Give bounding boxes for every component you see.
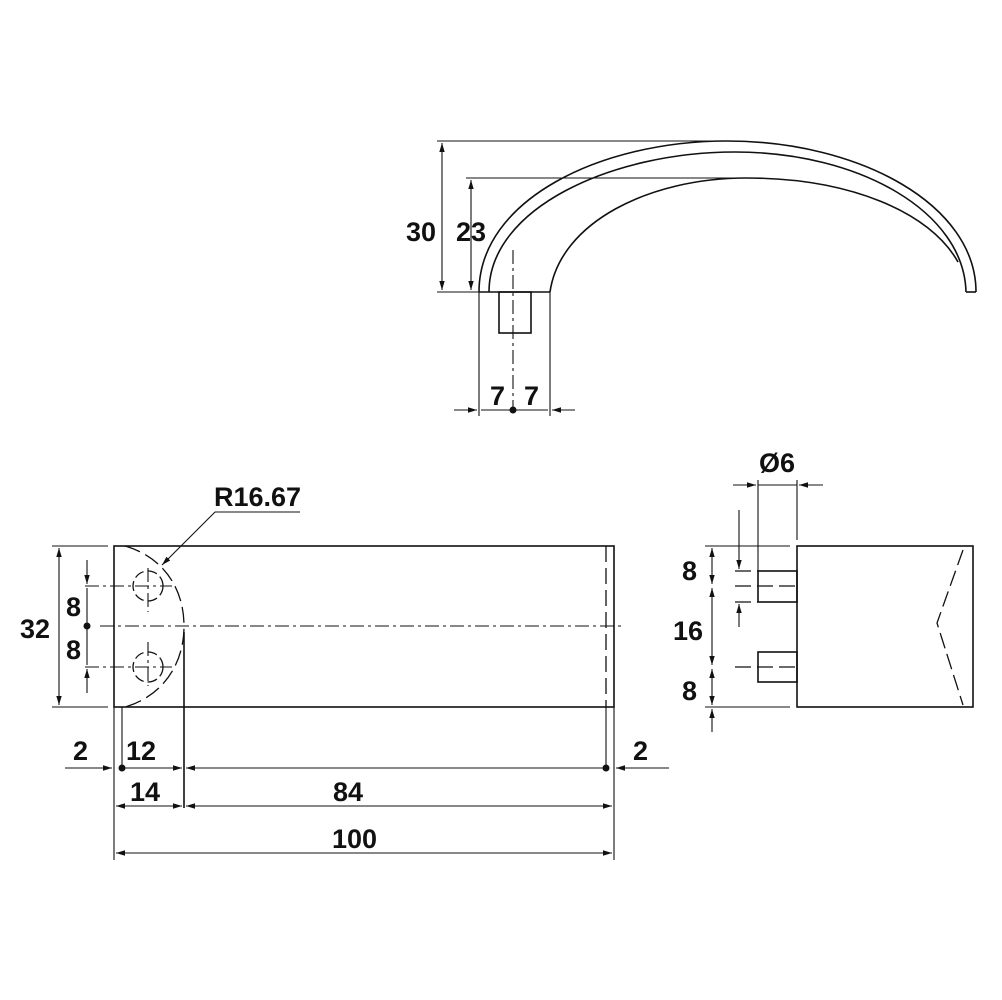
dim-label-32: 32: [20, 614, 50, 644]
dim-label-12: 12: [126, 736, 156, 766]
dim-label-100: 100: [332, 824, 377, 854]
dim-label-14: 14: [130, 777, 160, 807]
dim-label-16: 16: [673, 616, 703, 646]
dim-label-2-left: 2: [73, 736, 88, 766]
dim-label-8-bottom: 8: [682, 676, 697, 706]
handle-inner-curve: [549, 177, 959, 293]
dim-label-diameter: Ø6: [759, 448, 795, 478]
dim-label-30: 30: [406, 217, 436, 247]
radius-leader: [161, 511, 300, 566]
center-dot: [509, 406, 517, 414]
dim-label-7-left: 7: [490, 381, 505, 411]
handle-outer-curve: [478, 140, 977, 293]
mounting-stud: [498, 291, 532, 334]
dim-label-84: 84: [333, 777, 363, 807]
hole-bottom: [85, 642, 172, 686]
hidden-profile: [936, 549, 964, 706]
radius-arc: [124, 545, 185, 708]
handle-end-outline: [796, 545, 974, 708]
dim-dot: [118, 764, 126, 772]
dim-dot: [602, 764, 610, 772]
hole-top: [85, 568, 172, 612]
center-dot: [83, 622, 91, 630]
dim-label-8-top: 8: [66, 592, 81, 622]
dim-label-8-top: 8: [682, 556, 697, 586]
dim-label-7-right: 7: [524, 381, 539, 411]
front-view: R16.67 32 8 8 2 12 2 14 84 100: [20, 482, 669, 860]
handle-middle-curve: [488, 151, 967, 293]
end-view: 8 16 8 Ø6: [673, 448, 974, 732]
dim-label-radius: R16.67: [214, 482, 301, 512]
dim-label-23: 23: [456, 217, 486, 247]
dim-label-2-right: 2: [633, 736, 648, 766]
dim-label-8-bottom: 8: [66, 635, 81, 665]
side-view: 30 23 7 7: [406, 140, 977, 416]
